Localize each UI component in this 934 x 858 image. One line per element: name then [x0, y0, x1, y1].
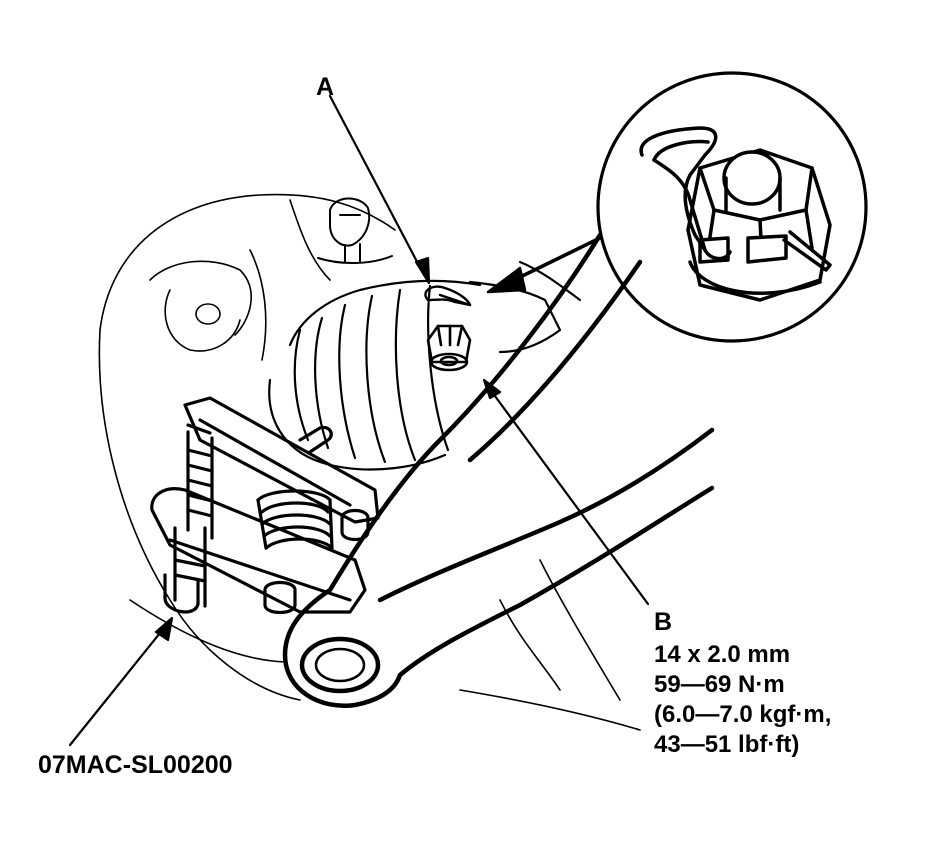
callout-a-label: A	[316, 73, 335, 101]
spec-torque-lbfft: 43—51 lbf·ft)	[654, 731, 800, 758]
leader-arrows	[68, 94, 650, 747]
spec-torque-kgfm: (6.0—7.0 kgf·m,	[654, 701, 832, 728]
ball-joint-remover-tool	[150, 396, 380, 615]
spec-torque-nm: 59—69 N·m	[654, 671, 785, 698]
callout-b-label: B	[654, 608, 673, 636]
steering-knuckle	[98, 193, 641, 731]
tool-code-label: 07MAC-SL00200	[38, 751, 233, 779]
spec-size: 14 x 2.0 mm	[654, 641, 791, 668]
detail-inset	[596, 71, 868, 343]
castle-nut-spec: 14 x 2.0 mm 59—69 N·m (6.0—7.0 kgf·m, 43…	[654, 640, 831, 760]
knuckle-top-stud	[317, 197, 393, 265]
castle-nut	[426, 324, 472, 372]
cotter-pin	[424, 285, 472, 307]
lower-control-arm	[282, 232, 715, 708]
